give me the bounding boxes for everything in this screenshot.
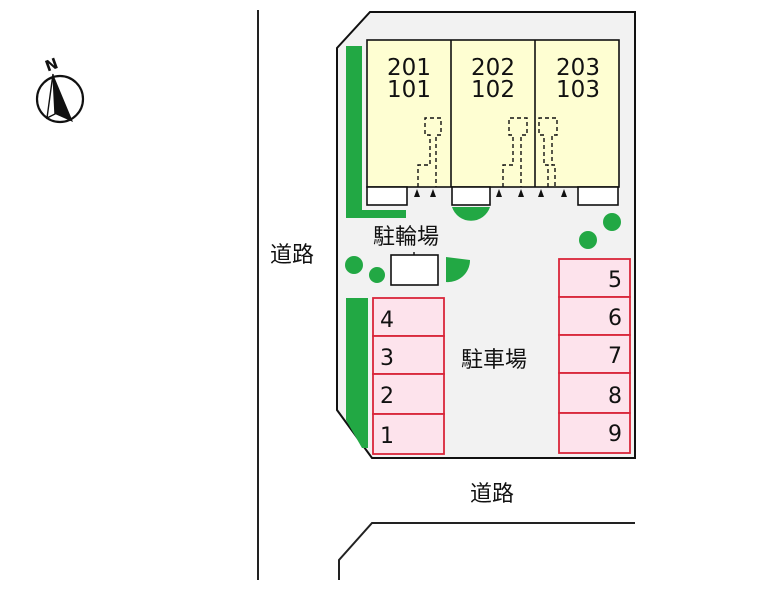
entrance-marker-icon — [414, 189, 420, 197]
west-road-label: 道路 — [270, 243, 314, 268]
entry-step — [577, 186, 619, 206]
parking-space-number: 5 — [608, 268, 622, 293]
unit-203-label: 203 — [556, 55, 600, 81]
stairs-outline — [538, 117, 558, 187]
greenery-strip-link — [346, 210, 406, 218]
entrance-marker-icon — [538, 189, 544, 197]
bicycle-parking-label: 駐輪場 — [373, 225, 439, 250]
shrub-half-top — [452, 207, 490, 221]
parking-space-number: 7 — [608, 344, 622, 369]
parking-space — [372, 297, 445, 337]
compass-north-label: N — [43, 54, 61, 75]
entry-step — [451, 186, 491, 206]
shrub — [345, 256, 363, 274]
parking-space — [558, 412, 631, 454]
unit-201-label: 201 — [387, 55, 431, 81]
entrance-marker-icon — [518, 189, 524, 197]
shrub-half-side — [446, 257, 471, 283]
parking-space — [372, 413, 445, 455]
unit-103-label: 103 — [556, 77, 600, 103]
parking-space-number: 9 — [608, 422, 622, 447]
shrub — [579, 231, 597, 249]
shrub — [603, 213, 621, 231]
unit-101-label: 101 — [387, 77, 431, 103]
entry-step — [366, 186, 408, 206]
south-road-label: 道路 — [470, 482, 514, 507]
car-parking-label: 駐車場 — [461, 348, 527, 373]
stairs-outline — [502, 117, 528, 187]
parking-space-number: 6 — [608, 306, 622, 331]
greenery-strip-north — [346, 46, 362, 218]
building — [366, 39, 620, 188]
unit-202-label: 202 — [471, 55, 515, 81]
south-road-curb — [338, 522, 635, 580]
greenery-strip-south — [346, 298, 368, 448]
parking-left-group: 4 3 2 1 — [372, 297, 445, 455]
parking-space-number: 2 — [380, 384, 394, 409]
bicycle-parking-area — [390, 254, 439, 286]
stairs-outline — [417, 117, 442, 187]
parking-space-number: 4 — [380, 308, 394, 333]
compass-icon: N — [35, 54, 85, 124]
parking-space-number: 1 — [380, 424, 394, 449]
shrub — [369, 267, 385, 283]
parking-space — [372, 373, 445, 415]
parking-space-number: 8 — [608, 384, 622, 409]
unit-102-label: 102 — [471, 77, 515, 103]
entrance-marker-icon — [496, 189, 502, 197]
parking-right-group: 5 6 7 8 9 — [558, 258, 631, 454]
parking-space-number: 3 — [380, 346, 394, 371]
entrance-marker-icon — [430, 189, 436, 197]
entrance-marker-icon — [561, 189, 567, 197]
